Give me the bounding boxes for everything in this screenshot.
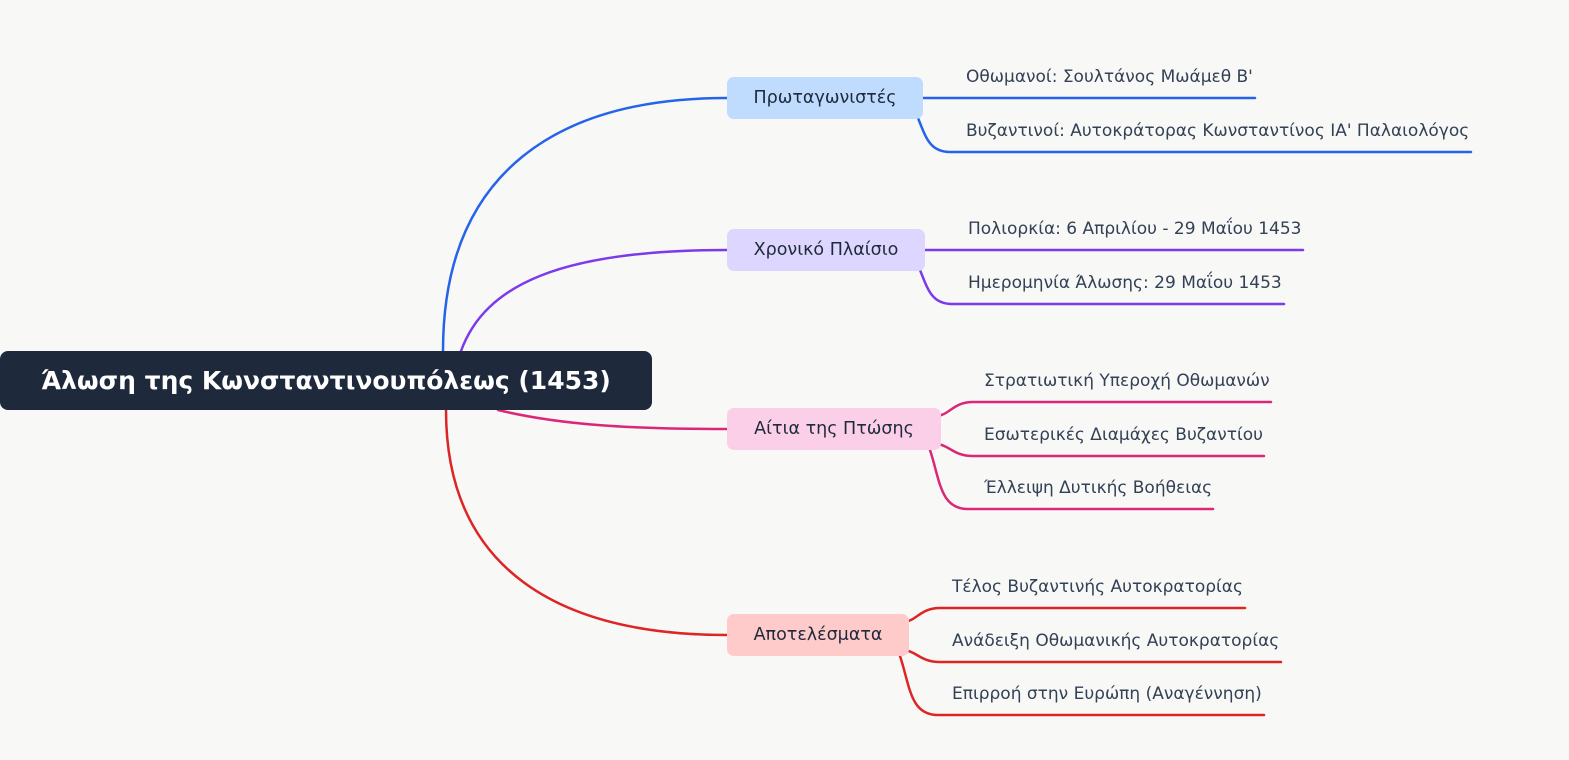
branch-2-leaf-0-connector xyxy=(936,400,1273,418)
root-topic[interactable]: Άλωση της Κωνσταντινουπόλεως (1453) xyxy=(0,351,652,410)
leaf-byzantines[interactable]: Βυζαντινοί: Αυτοκράτορας Κωνσταντίνος ΙΑ… xyxy=(966,121,1470,141)
branch-2-leaf-1-connector xyxy=(936,442,1266,458)
root-to-branch-0-connector xyxy=(441,96,729,353)
leaf-military-superiority[interactable]: Στρατιωτική Υπεροχή Οθωμανών xyxy=(984,371,1270,391)
branch-3-leaf-0-connector xyxy=(903,606,1247,624)
branch-3-leaf-2-connector xyxy=(898,654,1266,717)
branch-1-leaf-1-connector xyxy=(918,268,1286,306)
leaf-rise-of-ottomans[interactable]: Ανάδειξη Οθωμανικής Αυτοκρατορίας xyxy=(952,631,1280,651)
leaf-fall-date[interactable]: Ημερομηνία Άλωσης: 29 Μαΐου 1453 xyxy=(968,273,1282,293)
branch-causes[interactable]: Αίτια της Πτώσης xyxy=(727,408,941,450)
branch-protagonists[interactable]: Πρωταγωνιστές xyxy=(727,77,923,119)
leaf-lack-of-western-aid[interactable]: Έλλειψη Δυτικής Βοήθειας xyxy=(984,478,1213,498)
leaf-end-of-byzantium[interactable]: Τέλος Βυζαντινής Αυτοκρατορίας xyxy=(952,577,1243,597)
branch-results[interactable]: Αποτελέσματα xyxy=(727,614,909,656)
root-to-branch-2-connector xyxy=(496,408,729,431)
branch-timeframe[interactable]: Χρονικό Πλαίσιο xyxy=(727,229,925,271)
root-to-branch-3-connector xyxy=(444,408,729,637)
leaf-ottomans[interactable]: Οθωμανοί: Σουλτάνος Μωάμεθ Β' xyxy=(966,67,1253,87)
branch-2-leaf-2-connector xyxy=(928,448,1215,511)
leaf-internal-conflicts[interactable]: Εσωτερικές Διαμάχες Βυζαντίου xyxy=(984,425,1263,445)
leaf-siege[interactable]: Πολιορκία: 6 Απριλίου - 29 Μαΐου 1453 xyxy=(968,219,1302,239)
root-to-branch-1-connector xyxy=(459,248,729,353)
branch-3-leaf-1-connector xyxy=(903,648,1283,664)
leaf-influence-on-europe[interactable]: Επιρροή στην Ευρώπη (Αναγέννηση) xyxy=(952,684,1262,704)
branch-0-leaf-1-connector xyxy=(916,116,1473,154)
